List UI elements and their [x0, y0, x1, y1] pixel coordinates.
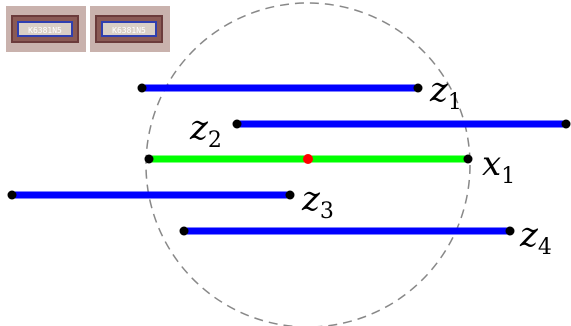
endpoint-x1-end — [463, 154, 473, 164]
endpoint-z2-end — [561, 119, 571, 129]
thumbnail-1-inner — [17, 21, 73, 37]
endpoint-z3-start — [7, 190, 17, 200]
thumbnail-2-text: K6381N5 — [112, 26, 146, 35]
label-z1: z1 — [429, 70, 462, 115]
endpoint-z1-start — [137, 83, 147, 93]
center-point — [303, 154, 313, 164]
endpoint-z1-end — [413, 83, 423, 93]
label-x1: x1 — [482, 144, 515, 189]
label-z2: z2 — [189, 108, 222, 153]
label-z4: z4 — [519, 215, 552, 260]
thumbnail-1: K6381N5 — [6, 6, 86, 52]
neighborhood-circle — [145, 2, 471, 326]
endpoint-z3-end — [285, 190, 295, 200]
endpoint-z4-end — [505, 226, 515, 236]
thumbnail-2: K6381N5 — [90, 6, 170, 52]
label-z3: z3 — [301, 179, 334, 224]
endpoint-z4-start — [179, 226, 189, 236]
endpoint-z2-start — [232, 119, 242, 129]
thumbnail-1-text: K6381N5 — [28, 26, 62, 35]
thumbnail-2-inner — [101, 21, 157, 37]
endpoint-x1-start — [144, 154, 154, 164]
